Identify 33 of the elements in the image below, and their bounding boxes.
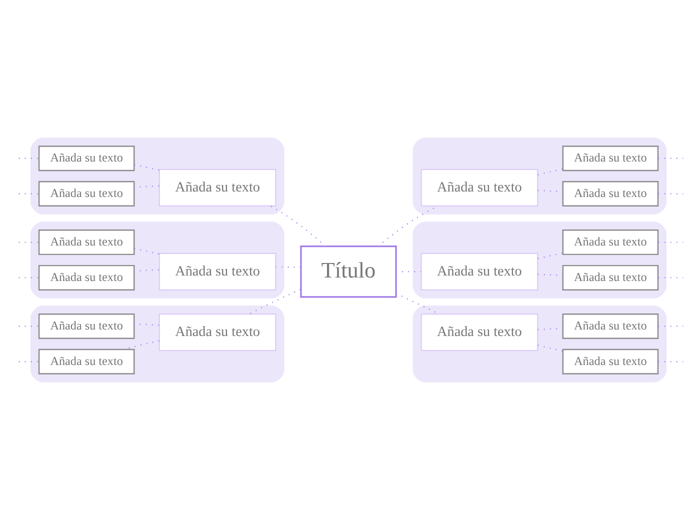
connector: [538, 168, 563, 176]
node-box: Título: [300, 246, 397, 298]
node-box: Añada su texto: [562, 146, 659, 172]
cluster: [412, 222, 667, 298]
node-box: Añada su texto: [420, 252, 538, 290]
node-box: Añada su texto: [562, 348, 659, 374]
node-box: Añada su texto: [158, 252, 276, 290]
node-box: Añada su texto: [562, 181, 659, 206]
node-box: Añada su texto: [562, 264, 659, 290]
node-box: Añada su texto: [38, 230, 135, 256]
node-box: Añada su texto: [158, 314, 276, 352]
connector: [134, 248, 160, 255]
cluster: [412, 138, 667, 214]
cluster: [30, 306, 284, 382]
node-box: Añada su texto: [562, 230, 659, 256]
node-box: Añada su texto: [420, 314, 538, 352]
connector: [270, 206, 326, 247]
node-box: Añada su texto: [562, 314, 659, 339]
node-box: Añada su texto: [38, 314, 135, 339]
connector: [134, 164, 160, 171]
connector: [248, 288, 301, 315]
cluster: [30, 222, 284, 298]
connector: [123, 340, 160, 350]
node-box: Añada su texto: [420, 168, 538, 206]
node-box: Añada su texto: [38, 181, 135, 206]
connector: [538, 252, 563, 260]
node-box: Añada su texto: [38, 146, 135, 172]
connector: [538, 344, 563, 352]
node-box: Añada su texto: [38, 264, 135, 290]
node-box: Añada su texto: [38, 348, 135, 374]
node-box: Añada su texto: [158, 168, 276, 206]
cluster: [30, 138, 284, 214]
cluster: [412, 306, 667, 382]
